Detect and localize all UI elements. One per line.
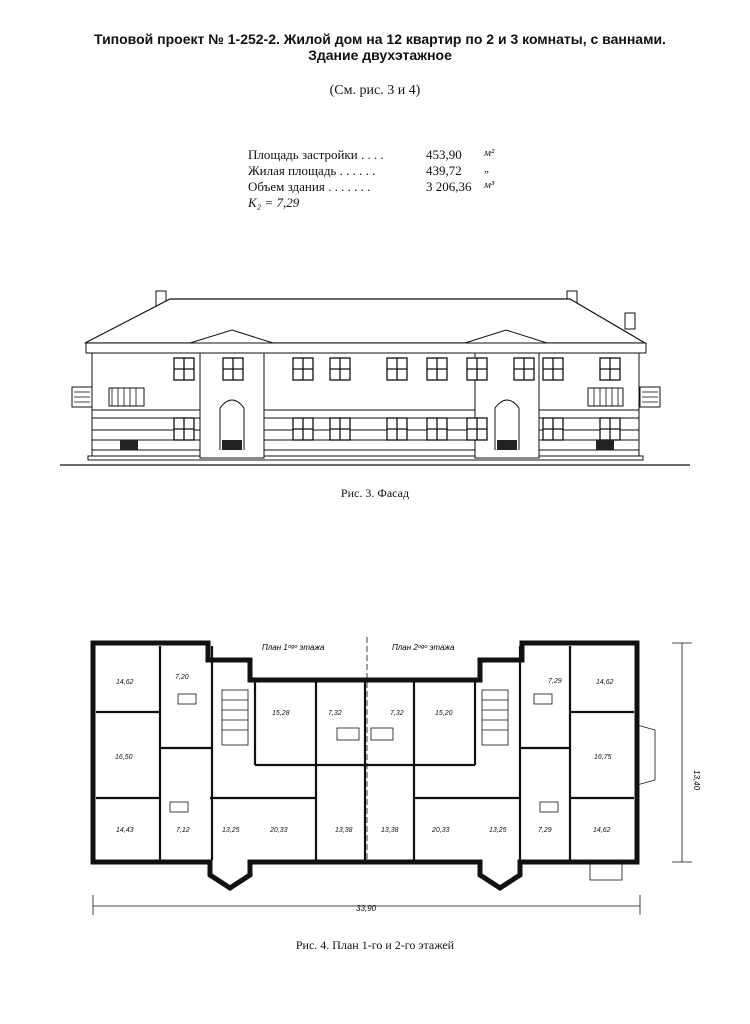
stat-value: 439,72 — [426, 163, 462, 178]
room-area-label: 13,38 — [381, 827, 399, 834]
stat-label: K₂ = 7,29 — [248, 195, 300, 210]
document-title-line2: Здание двухэтажное — [308, 47, 452, 63]
room-area-label: 20,33 — [431, 827, 450, 834]
room-area-label: 14,62 — [593, 827, 611, 834]
room-area-label: 7,12 — [176, 827, 190, 834]
stat-value: 453,90 — [426, 147, 462, 162]
stat-value: 3 206,36 — [426, 179, 472, 194]
stat-label: Жилая площадь . . . . . . — [248, 163, 376, 178]
room-area-label: 16,50 — [115, 754, 133, 761]
dim-width: 33,90 — [356, 904, 377, 913]
stat-label: Объем здания . . . . . . . — [248, 179, 371, 194]
facade-drawing — [60, 290, 690, 466]
room-area-label: 15,28 — [272, 710, 290, 717]
room-area-label: 7,32 — [328, 710, 342, 717]
stat-unit: м² — [484, 147, 495, 159]
room-area-label: 7,20 — [175, 674, 189, 681]
stat-unit: м³ — [484, 179, 495, 191]
room-area-label: 15,20 — [435, 710, 453, 717]
room-area-label: 7,29 — [538, 827, 552, 834]
dim-depth: 13,40 — [692, 770, 701, 791]
room-area-label: 14,62 — [596, 679, 614, 686]
plan-label-floor2: План 2ᵒᵍᵒ этажа — [392, 643, 455, 652]
stat-label: Площадь застройки . . . . — [248, 147, 384, 162]
room-area-label: 7,29 — [548, 678, 562, 685]
room-area-label: 20,33 — [269, 827, 288, 834]
plan-caption: Рис. 4. План 1-го и 2-го этажей — [295, 938, 455, 952]
room-area-label: 16,75 — [594, 754, 612, 761]
room-area-label: 13,25 — [222, 827, 240, 834]
room-area-label: 7,32 — [390, 710, 404, 717]
room-area-label: 14,43 — [116, 827, 134, 834]
floor-plan: План 1ᵒᵍᵒ этажа План 2ᵒᵍᵒ этажа 33,90 13… — [90, 637, 701, 915]
plan-label-floor1: План 1ᵒᵍᵒ этажа — [262, 643, 325, 652]
facade-caption: Рис. 3. Фасад — [340, 486, 410, 500]
room-area-label: 14,62 — [116, 679, 134, 686]
figure-reference: (См. рис. 3 и 4) — [329, 83, 421, 98]
document-title-line1: Типовой проект № 1-252-2. Жилой дом на 1… — [94, 31, 666, 47]
room-area-label: 13,38 — [335, 827, 353, 834]
room-area-label: 13,25 — [489, 827, 507, 834]
stat-unit: „ — [484, 163, 491, 175]
